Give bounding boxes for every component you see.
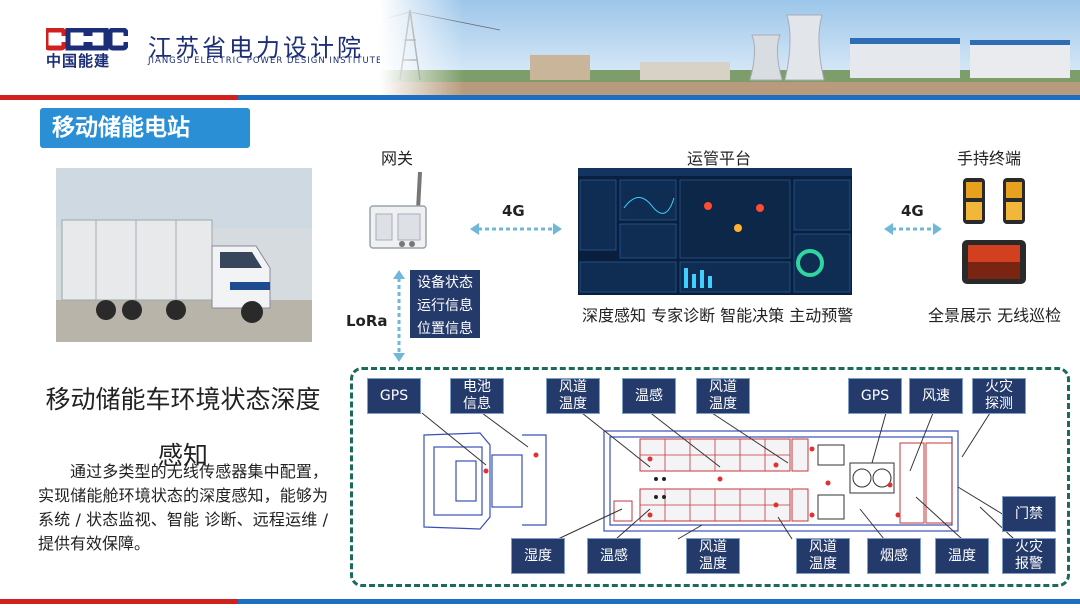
lora-label: LoRa — [346, 312, 388, 330]
logo-chinese-text: 中国能建 — [46, 52, 111, 70]
truck-sensor-layout-drawing — [423, 430, 959, 532]
institute-name-en: JIANGSU ELECTRIC POWER DESIGN INSTITUTE — [148, 56, 383, 66]
footer-blue-stripe — [238, 599, 1080, 604]
operation-platform-dashboard-image — [578, 168, 852, 295]
gateway-device-icon — [369, 171, 427, 249]
footer-red-stripe — [0, 599, 238, 604]
sensor-smoke: 烟感 — [867, 538, 921, 574]
environment-sensing-description: 通过多类型的无线传感器集中配置，实现储能舱环境状态的深度感知，能够为系统 / 状… — [38, 462, 328, 553]
info-item-run-info: 运行信息 — [417, 298, 473, 314]
sensor-layout-frame — [350, 367, 1070, 587]
terminal-caption: 全景展示 无线巡检 — [928, 306, 1062, 325]
slide-title: 移动储能电站 — [52, 115, 190, 141]
sensor-fire-alarm: 火灾 报警 — [1002, 538, 1056, 574]
bidirectional-arrow-icon — [470, 223, 562, 235]
environment-sensing-title: 移动储能车环境状态深度感知 — [45, 385, 321, 470]
bidirectional-arrow-icon — [884, 223, 942, 235]
handheld-terminal-icon — [1003, 178, 1025, 224]
sensor-temp-bottom-2: 温度 — [935, 538, 989, 574]
sensor-gps-left: GPS — [367, 378, 421, 414]
platform-caption: 深度感知 专家诊断 智能决策 主动预警 — [582, 306, 854, 325]
power-plant-banner-image — [380, 0, 1080, 96]
sensor-callout-lines — [421, 410, 1015, 540]
sensor-duct-temp-bottom-1: 风道 温度 — [686, 538, 740, 574]
mobile-storage-truck-photo — [56, 168, 312, 342]
ceec-logo-icon — [46, 28, 128, 51]
vertical-bidirectional-arrow-icon — [393, 270, 405, 362]
tablet-terminal-icon — [962, 240, 1026, 284]
header: 中国能建 江苏省电力设计院 JIANGSU ELECTRIC POWER DES… — [0, 0, 1080, 98]
info-item-location-info: 位置信息 — [417, 321, 473, 337]
link-right-label: 4G — [901, 202, 924, 220]
sensor-humidity: 湿度 — [511, 538, 565, 574]
info-item-device-status: 设备状态 — [417, 275, 473, 291]
header-red-stripe — [0, 95, 238, 100]
sensor-battery-info: 电池 信息 — [450, 378, 504, 414]
sensor-duct-temp-bottom-2: 风道 温度 — [796, 538, 850, 574]
sensor-access-control: 门禁 — [1002, 496, 1056, 532]
sensor-wind-speed: 风速 — [909, 378, 963, 414]
institute-name-cn: 江苏省电力设计院 — [148, 34, 364, 62]
gateway-info-box: 设备状态 运行信息 位置信息 — [410, 270, 480, 338]
handheld-terminal-icon — [963, 178, 985, 224]
sensor-temp-top: 温感 — [622, 378, 676, 414]
sensor-fire-detection: 火灾 探测 — [972, 378, 1026, 414]
sensor-duct-temp-top-2: 风道 温度 — [696, 378, 750, 414]
link-left-label: 4G — [502, 202, 525, 220]
platform-label: 运管平台 — [687, 149, 752, 168]
header-blue-stripe — [238, 95, 1080, 100]
sensor-duct-temp-top-1: 风道 温度 — [546, 378, 600, 414]
sensor-temp-bottom-1: 温感 — [587, 538, 641, 574]
slide-title-background — [40, 108, 250, 148]
sensor-gps-right: GPS — [848, 378, 902, 414]
gateway-label: 网关 — [381, 149, 414, 168]
terminal-label: 手持终端 — [957, 149, 1022, 168]
